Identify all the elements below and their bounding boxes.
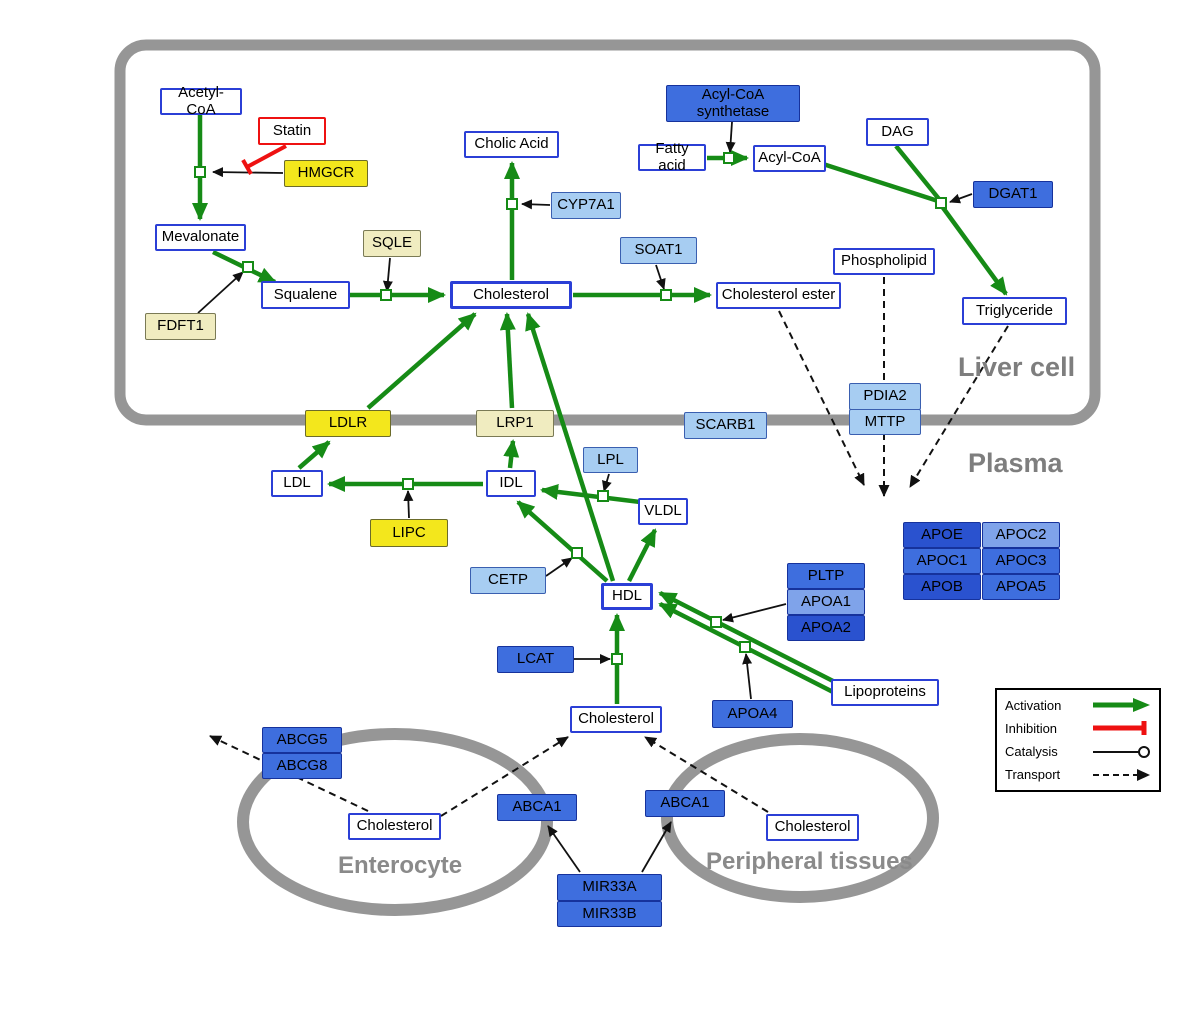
node-squalene[interactable]: Squalene: [261, 281, 350, 309]
enterocyte-membrane: [237, 728, 553, 916]
node-abcg5[interactable]: ABCG5: [262, 727, 342, 753]
legend-transport-label: Transport: [1005, 767, 1061, 783]
node-apoc1[interactable]: APOC1: [903, 548, 981, 574]
node-pltp[interactable]: PLTP: [787, 563, 865, 589]
node-mir33b[interactable]: MIR33B: [557, 901, 662, 927]
reaction-nodes: [194, 152, 947, 665]
legend-row-activation: Activation: [1005, 697, 1151, 713]
node-lipoproteins[interactable]: Lipoproteins: [831, 679, 939, 706]
node-dag[interactable]: DAG: [866, 118, 929, 146]
node-cholesterol-plasma[interactable]: Cholesterol: [570, 706, 662, 733]
node-phospholipid[interactable]: Phospholipid: [833, 248, 935, 275]
node-cholesterol-liver[interactable]: Cholesterol: [450, 281, 572, 309]
node-cetp[interactable]: CETP: [470, 567, 546, 594]
node-apoc3[interactable]: APOC3: [982, 548, 1060, 574]
node-cholesterol-ester[interactable]: Cholesterol ester: [716, 282, 841, 309]
node-apoc2[interactable]: APOC2: [982, 522, 1060, 548]
node-apoa1[interactable]: APOA1: [787, 589, 865, 615]
liver-cell-membrane: [114, 39, 1101, 426]
node-apob[interactable]: APOB: [903, 574, 981, 600]
node-fatty-acid[interactable]: Fatty acid: [638, 141, 706, 173]
activation-edges: [192, 115, 1008, 704]
node-idl[interactable]: IDL: [486, 470, 536, 497]
inhibition-tbar-icon: [1093, 721, 1147, 736]
node-mevalonate[interactable]: Mevalonate: [155, 224, 246, 251]
node-lipc[interactable]: LIPC: [370, 519, 448, 547]
node-triglyceride[interactable]: Triglyceride: [962, 297, 1067, 325]
node-statin[interactable]: Statin: [258, 117, 326, 145]
node-scarb1[interactable]: SCARB1: [684, 412, 767, 439]
node-acetyl-coa[interactable]: Acetyl-CoA: [160, 85, 242, 117]
node-lcat[interactable]: LCAT: [497, 646, 574, 673]
region-membranes: [114, 39, 1101, 916]
legend-inhibition-label: Inhibition: [1005, 720, 1058, 736]
node-dgat1[interactable]: DGAT1: [973, 181, 1053, 208]
inhibition-edge-statin: [241, 144, 287, 175]
node-cyp7a1[interactable]: CYP7A1: [551, 192, 621, 219]
node-cholic-acid[interactable]: Cholic Acid: [464, 131, 559, 158]
legend: Activation Inhibition Catalysis Transpor…: [995, 688, 1161, 792]
node-pdia2[interactable]: PDIA2: [849, 383, 921, 410]
liver-cell-label: Liver cell: [958, 352, 1076, 382]
peripheral-tissues-label: Peripheral tissues: [706, 848, 913, 875]
node-abcg8[interactable]: ABCG8: [262, 753, 342, 779]
catalysis-circle-icon: [1093, 745, 1150, 758]
node-cholesterol-peripheral[interactable]: Cholesterol: [766, 814, 859, 841]
node-apoe[interactable]: APOE: [903, 522, 981, 548]
node-apoa4[interactable]: APOA4: [712, 700, 793, 728]
node-soat1[interactable]: SOAT1: [620, 237, 697, 264]
node-acyl-coa[interactable]: Acyl-CoA: [753, 145, 826, 172]
node-abca1-enterocyte[interactable]: ABCA1: [497, 794, 577, 821]
legend-activation-label: Activation: [1005, 697, 1062, 713]
node-vldl[interactable]: VLDL: [638, 498, 688, 525]
node-sqle[interactable]: SQLE: [363, 230, 421, 257]
legend-row-inhibition: Inhibition: [1005, 720, 1151, 736]
node-lrp1[interactable]: LRP1: [476, 410, 554, 437]
node-apoa5[interactable]: APOA5: [982, 574, 1060, 600]
node-lpl[interactable]: LPL: [583, 447, 638, 473]
node-ldlr[interactable]: LDLR: [305, 410, 391, 437]
enterocyte-label: Enterocyte: [338, 852, 463, 879]
node-ldl[interactable]: LDL: [271, 470, 323, 497]
peripheral-tissues-membrane: [661, 733, 939, 903]
plasma-label: Plasma: [968, 448, 1063, 478]
node-mir33a[interactable]: MIR33A: [557, 874, 662, 901]
node-hmgcr[interactable]: HMGCR: [284, 160, 368, 187]
activation-arrow-icon: [1093, 698, 1150, 712]
node-hdl[interactable]: HDL: [601, 583, 653, 610]
node-apoa2[interactable]: APOA2: [787, 615, 865, 641]
node-acyl-coa-synthetase[interactable]: Acyl-CoA synthetase: [666, 85, 800, 122]
node-cholesterol-enterocyte[interactable]: Cholesterol: [348, 813, 441, 840]
legend-catalysis-label: Catalysis: [1005, 744, 1058, 760]
legend-row-catalysis: Catalysis: [1005, 744, 1151, 760]
node-fdft1[interactable]: FDFT1: [145, 313, 216, 340]
legend-row-transport: Transport: [1005, 767, 1151, 783]
node-abca1-peripheral[interactable]: ABCA1: [645, 790, 725, 817]
transport-dashed-arrow-icon: [1093, 768, 1150, 781]
node-mttp[interactable]: MTTP: [849, 409, 921, 435]
